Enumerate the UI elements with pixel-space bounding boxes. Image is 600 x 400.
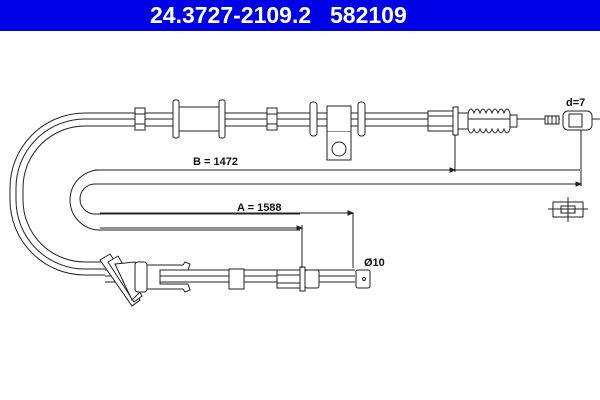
inner-loop (69, 169, 580, 231)
dimension-d-label: d=7 (566, 97, 585, 109)
dimension-b-label: B = 1472 (193, 156, 238, 168)
diameter-label: Ø10 (364, 257, 385, 269)
dimension-a-label: A = 1588 (237, 202, 282, 214)
part-number: 24.3727-2109.2 (150, 2, 312, 28)
reference-number: 582109 (330, 2, 407, 28)
outer-cable (9, 112, 140, 276)
title-bar: 24.3727-2109.2 582109 (0, 0, 600, 31)
